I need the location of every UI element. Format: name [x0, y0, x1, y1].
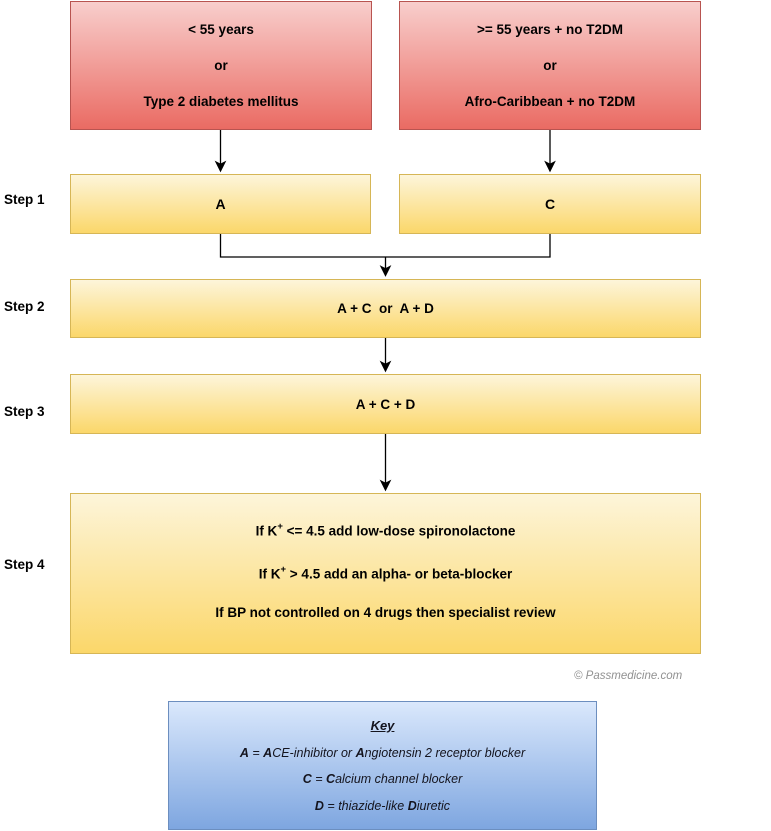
- criteria-right-line-1: >= 55 years + no T2DM: [477, 22, 623, 37]
- step1-box-a: A: [70, 174, 371, 234]
- key-legend-box: Key A = ACE-inhibitor or Angiotensin 2 r…: [168, 701, 597, 830]
- step4-label: Step 4: [4, 557, 45, 572]
- criteria-right-line-3: Afro-Caribbean + no T2DM: [464, 94, 636, 109]
- potassium-superscript-plus: +: [280, 563, 287, 575]
- criteria-left-line-2: or: [214, 58, 228, 73]
- step4-line-3: If BP not controlled on 4 drugs then spe…: [215, 605, 556, 620]
- key-title: Key: [370, 717, 395, 733]
- copyright-text: © Passmedicine.com: [574, 670, 683, 682]
- criteria-box-right: >= 55 years + no T2DM or Afro-Caribbean …: [399, 1, 701, 130]
- step2-label: Step 2: [4, 299, 45, 314]
- potassium-superscript-plus: +: [277, 521, 283, 532]
- step4-line-2: If K+ > 4.5 add an alpha- or beta-blocke…: [258, 563, 513, 582]
- step4-line-1: If K+ <= 4.5 add low-dose spironolactone: [255, 521, 516, 539]
- step2-text: A + C or A + D: [337, 301, 434, 316]
- step1-label: Step 1: [4, 192, 45, 207]
- criteria-box-left: < 55 years or Type 2 diabetes mellitus: [70, 1, 372, 130]
- step2-box: A + C or A + D: [70, 279, 701, 338]
- step1-box-a-text: A: [215, 196, 226, 212]
- step1-box-c: C: [399, 174, 701, 234]
- step4-box: If K+ <= 4.5 add low-dose spironolactone…: [70, 493, 701, 654]
- step3-text: A + C + D: [355, 396, 416, 412]
- criteria-left-line-3: Type 2 diabetes mellitus: [143, 94, 299, 109]
- merge-connector: [219, 233, 551, 258]
- key-line-c: C = Calcium channel blocker: [302, 772, 463, 787]
- key-line-d: D = thiazide-like Diuretic: [314, 799, 451, 814]
- criteria-right-line-2: or: [543, 58, 557, 73]
- step3-label: Step 3: [4, 404, 45, 419]
- step1-box-c-text: C: [544, 196, 556, 212]
- key-line-a: A = ACE-inhibitor or Angiotensin 2 recep…: [239, 745, 526, 760]
- criteria-left-line-1: < 55 years: [188, 22, 254, 37]
- step3-box: A + C + D: [70, 374, 701, 434]
